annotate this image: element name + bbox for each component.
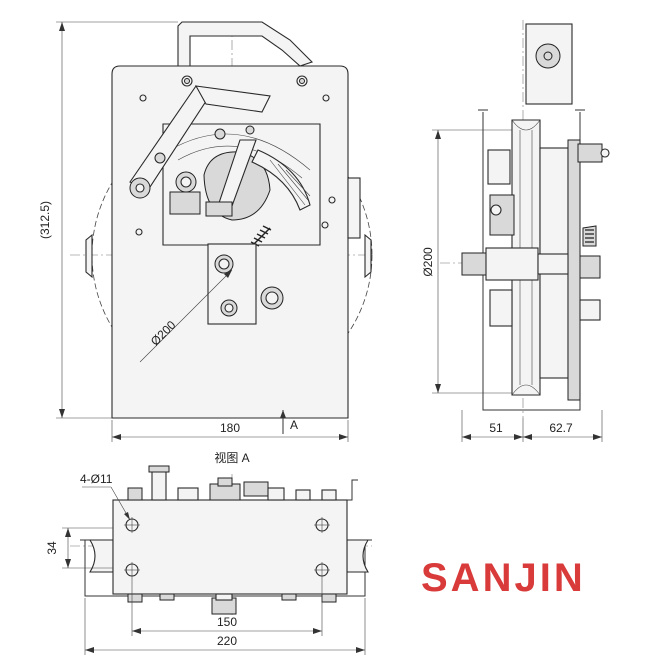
bottom-inner-width: 150	[217, 615, 237, 629]
side-width-right: 62.7	[549, 421, 573, 435]
hole-label: 4-Ø11	[80, 472, 113, 486]
bottom-height-dim: 34	[45, 541, 59, 555]
section-marker-a: A	[290, 418, 298, 432]
view-a-title: 视图 A	[214, 450, 249, 465]
front-width-dim: 180	[220, 421, 240, 435]
shaft	[461, 252, 487, 276]
top-bracket	[177, 21, 314, 67]
base-plate	[112, 499, 348, 595]
side-width-left: 51	[489, 421, 503, 435]
mounting-holes	[124, 517, 330, 578]
side-diameter-label: Ø200	[421, 247, 435, 277]
bottom-outer-width: 220	[217, 634, 237, 648]
brand-logo: SANJIN	[421, 556, 586, 600]
front-height-dim: (312.5)	[38, 201, 52, 239]
bottom-view	[62, 465, 372, 655]
front-view	[56, 21, 373, 442]
side-view	[432, 20, 610, 442]
